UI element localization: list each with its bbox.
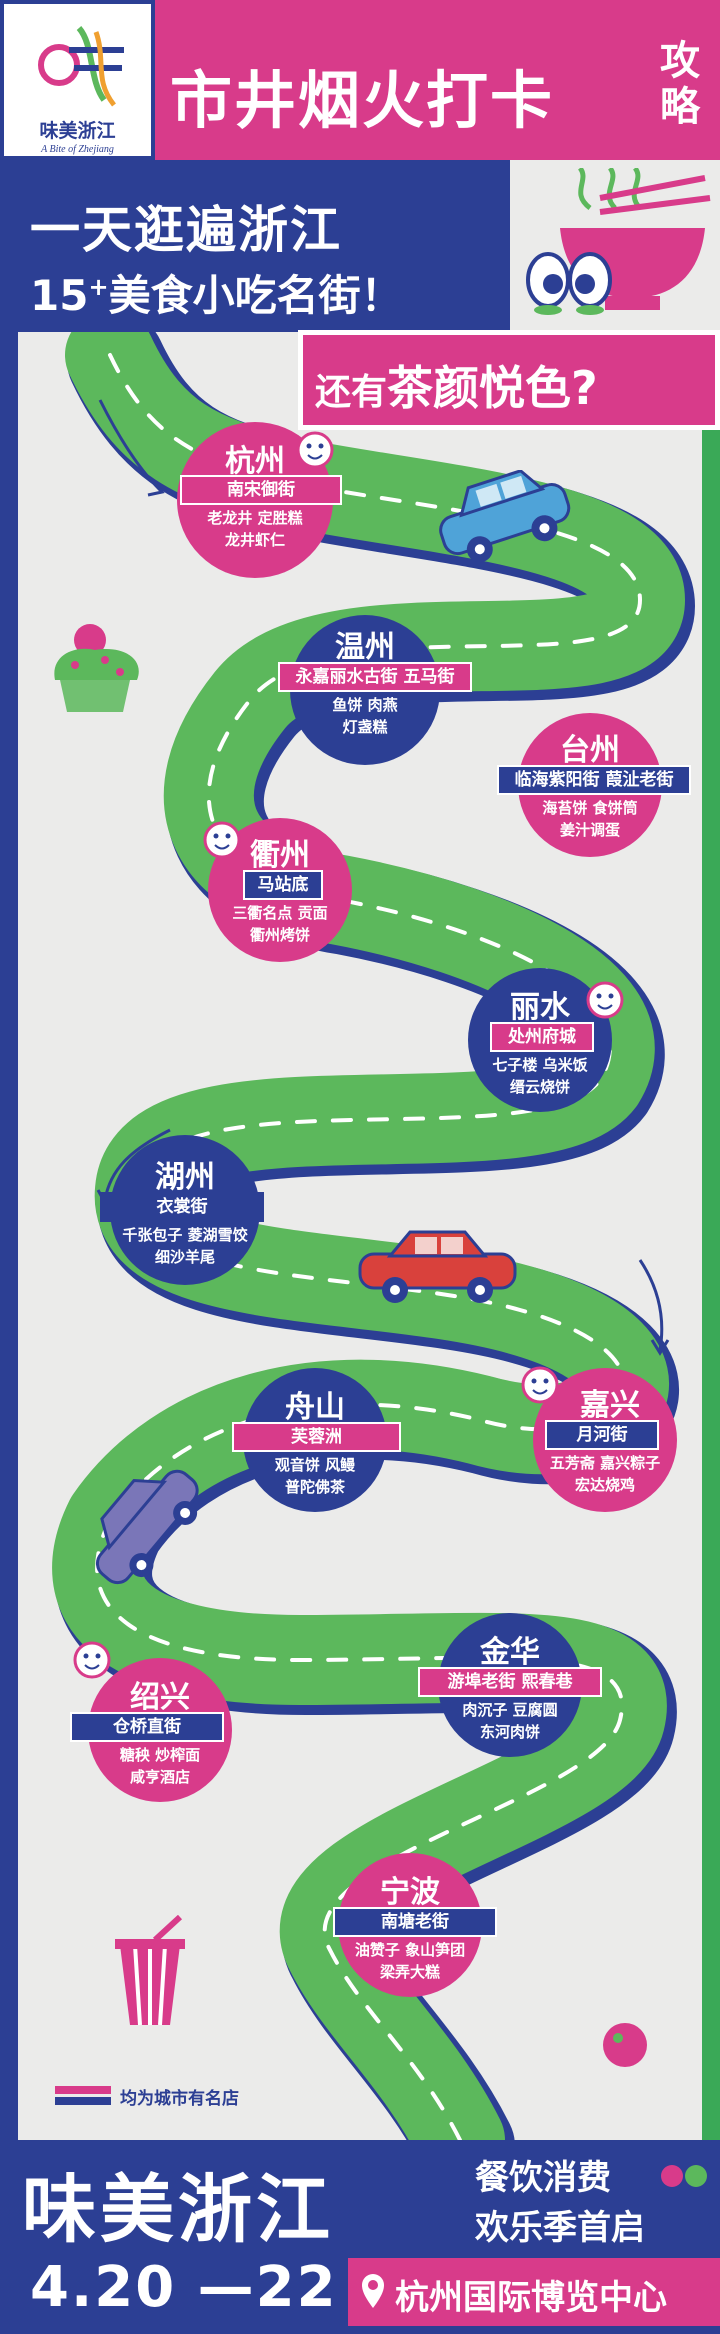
candy-dot-icon bbox=[603, 2023, 647, 2067]
stop-food2-taizhou: 姜汁调蛋 bbox=[559, 821, 620, 839]
stop-food2-wenzhou: 灯盏糕 bbox=[342, 718, 388, 736]
stop-street-hangzhou: 南宋御街 bbox=[180, 475, 342, 505]
tea-prefix: 还有 bbox=[315, 372, 388, 413]
stop-food1-zhoushan: 观音饼 风鳗 bbox=[274, 1456, 356, 1474]
stop-city-zhoushan: 舟山 bbox=[285, 1390, 345, 1425]
stop-food1-jiaxing: 五芳斋 嘉兴粽子 bbox=[549, 1454, 661, 1472]
left-border bbox=[0, 330, 18, 2140]
logo-emblem-icon bbox=[38, 26, 124, 107]
stop-city-lishui: 丽水 bbox=[510, 990, 570, 1025]
stop-food1-taizhou: 海苔饼 食饼筒 bbox=[542, 799, 638, 817]
stop-street-jinhua: 游埠老街 熙春巷 bbox=[418, 1667, 602, 1697]
stop-city-taizhou: 台州 bbox=[560, 733, 620, 768]
cupcake-icon bbox=[54, 624, 139, 712]
legend-text: 均为城市有名店 bbox=[120, 2089, 239, 2109]
headline-plus: + bbox=[88, 273, 109, 301]
stop-street-jiaxing: 月河街 bbox=[545, 1420, 659, 1450]
stop-street-lishui: 处州府城 bbox=[490, 1022, 594, 1052]
footer-date: 4.20 —22 bbox=[30, 2255, 338, 2320]
stop-city-jiaxing: 嘉兴 bbox=[580, 1388, 640, 1423]
stop-city-quzhou: 衢州 bbox=[250, 838, 310, 873]
footer-dots-icon bbox=[661, 2165, 707, 2187]
logo-chinese-text: 味美浙江 bbox=[39, 120, 116, 142]
location-pin-icon bbox=[362, 2274, 384, 2308]
stop-food2-ningbo: 梁弄大糕 bbox=[379, 1963, 440, 1981]
footer-subtitle-1: 餐饮消费 bbox=[475, 2158, 611, 2198]
drink-cup-icon bbox=[115, 1915, 185, 2026]
right-border bbox=[702, 330, 720, 2140]
stop-food1-shaoxing: 糖秧 炒榨面 bbox=[119, 1746, 201, 1764]
stop-food1-wenzhou: 鱼饼 肉燕 bbox=[332, 696, 398, 714]
stop-city-shaoxing: 绍兴 bbox=[130, 1680, 190, 1715]
tea-question: ? bbox=[571, 361, 598, 415]
stop-food2-shaoxing: 咸亨酒店 bbox=[129, 1768, 190, 1786]
headline-line2: 15+美食小吃名街！ bbox=[30, 262, 403, 323]
stop-street-taizhou: 临海紫阳街 葭沚老街 bbox=[497, 765, 691, 795]
stop-food2-lishui: 缙云烧饼 bbox=[509, 1078, 570, 1096]
footer-title: 味美浙江 bbox=[22, 2167, 334, 2253]
stop-food1-hangzhou: 老龙井 定胜糕 bbox=[207, 509, 303, 527]
legend-swatch-icon bbox=[55, 2086, 111, 2105]
venue-box bbox=[348, 2258, 720, 2326]
stop-city-ningbo: 宁波 bbox=[380, 1875, 440, 1910]
headline-band bbox=[0, 160, 510, 332]
stop-food2-hangzhou: 龙井虾仁 bbox=[224, 531, 285, 549]
stop-food1-quzhou: 三衢名点 贡面 bbox=[232, 904, 328, 922]
stop-food2-jinhua: 东河肉饼 bbox=[479, 1723, 540, 1741]
tea-callout bbox=[298, 330, 720, 430]
stop-food1-lishui: 七子楼 乌米饭 bbox=[492, 1056, 588, 1074]
page-title: 市井烟火打卡 bbox=[170, 64, 555, 137]
stop-street-ningbo: 南塘老街 bbox=[333, 1907, 497, 1937]
stop-food1-huzhou: 千张包子 菱湖雪饺 bbox=[122, 1226, 248, 1244]
stop-street-wenzhou: 永嘉丽水古街 五马街 bbox=[278, 662, 472, 692]
logo-english-text: A Bite of Zhejiang bbox=[41, 144, 114, 155]
title-suffix-char1: 攻 bbox=[660, 38, 700, 84]
headline-rest: 美食小吃名街！ bbox=[108, 271, 403, 320]
tea-brand: 茶颜悦色 bbox=[387, 361, 572, 415]
noodle-bowl-icon bbox=[526, 168, 711, 315]
car-purple-icon bbox=[95, 1469, 199, 1585]
stop-street-huzhou: 衣裳街 bbox=[100, 1192, 264, 1222]
stop-street-quzhou: 马站底 bbox=[243, 870, 323, 900]
stop-food1-ningbo: 油赞子 象山笋团 bbox=[354, 1941, 466, 1959]
stop-street-shaoxing: 仓桥直街 bbox=[70, 1712, 224, 1742]
headline-count: 15 bbox=[30, 271, 89, 320]
tea-text: 还有茶颜悦色? bbox=[315, 352, 598, 418]
stop-food2-huzhou: 细沙羊尾 bbox=[154, 1248, 215, 1266]
title-bar bbox=[155, 0, 720, 160]
venue-text: 杭州国际博览中心 bbox=[395, 2278, 667, 2318]
bowl-panel bbox=[510, 160, 720, 332]
footer-subtitle-2: 欢乐季首启 bbox=[475, 2208, 645, 2248]
stop-food2-quzhou: 衢州烤饼 bbox=[249, 926, 310, 944]
stop-city-jinhua: 金华 bbox=[480, 1635, 540, 1670]
stop-street-zhoushan: 芙蓉洲 bbox=[232, 1422, 401, 1452]
car-red-icon bbox=[358, 1230, 517, 1303]
title-suffix: 攻 略 bbox=[660, 38, 710, 130]
stop-food2-jiaxing: 宏达烧鸡 bbox=[574, 1476, 635, 1494]
title-suffix-char2: 略 bbox=[660, 84, 700, 130]
stop-city-wenzhou: 温州 bbox=[335, 630, 395, 665]
stop-food1-jinhua: 肉沉子 豆腐圆 bbox=[462, 1701, 558, 1719]
stop-city-hangzhou: 杭州 bbox=[225, 444, 285, 479]
car-blue-icon bbox=[439, 470, 571, 563]
headline-line1: 一天逛遍浙江 bbox=[30, 201, 342, 259]
logo: 味美浙江 A Bite of Zhejiang bbox=[0, 0, 155, 160]
stop-food2-zhoushan: 普陀佛茶 bbox=[284, 1478, 345, 1496]
stop-city-huzhou: 湖州 bbox=[155, 1160, 215, 1195]
